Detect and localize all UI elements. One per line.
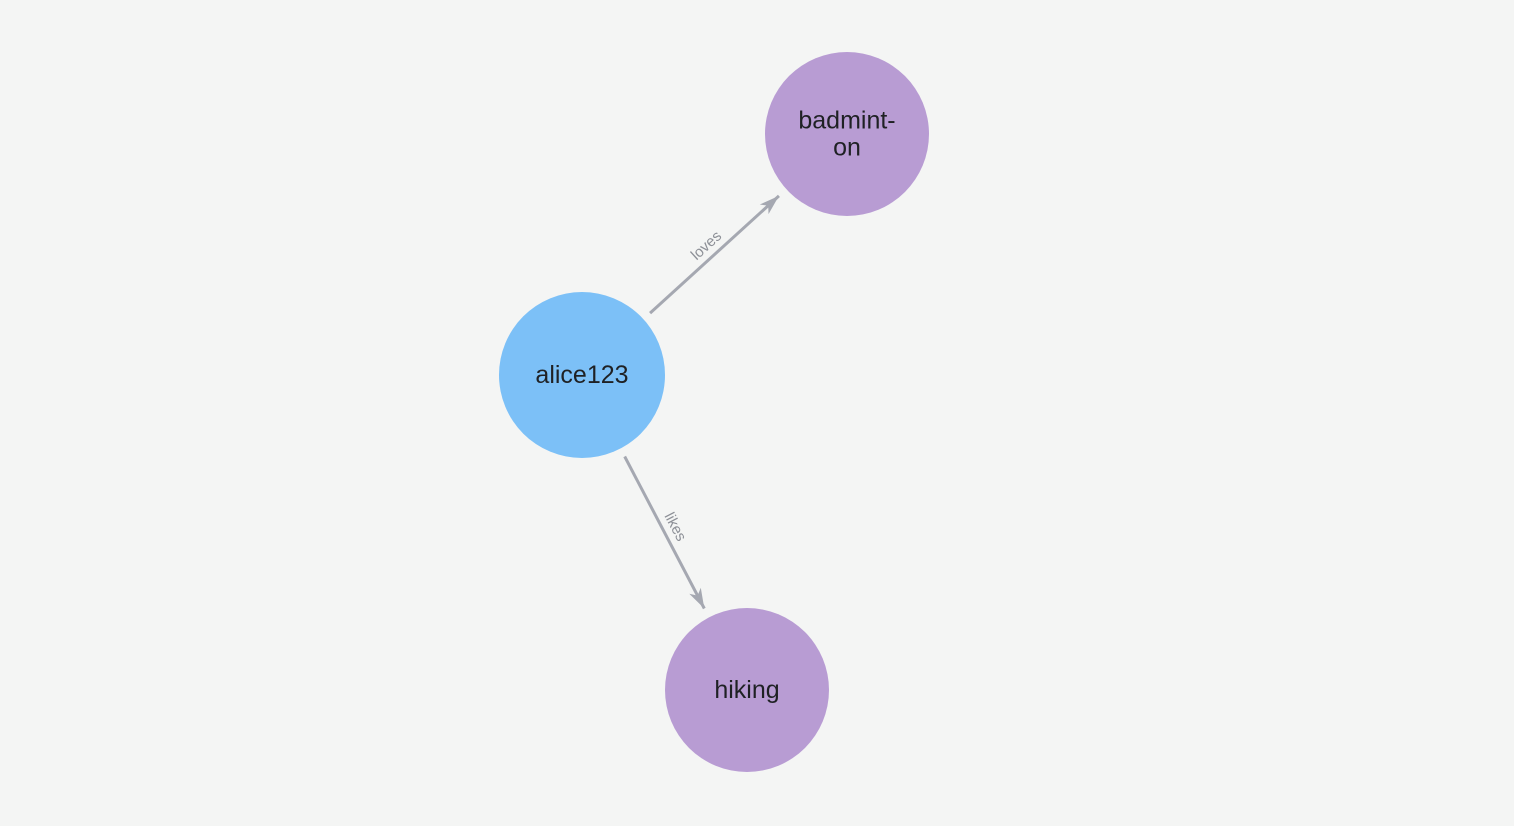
edge-label: loves	[688, 228, 725, 264]
node-badminton[interactable]: badmint-on	[765, 52, 929, 216]
edge-loves[interactable]: loves	[649, 194, 780, 315]
node-circle[interactable]	[665, 608, 829, 772]
node-hiking[interactable]: hiking	[665, 608, 829, 772]
node-alice123[interactable]: alice123	[499, 292, 665, 458]
edge-label: likes	[661, 510, 690, 544]
edge-likes[interactable]: likes	[623, 455, 706, 610]
node-label: hiking	[714, 676, 779, 704]
edge-line[interactable]	[623, 455, 706, 610]
node-label: alice123	[535, 361, 628, 389]
edge-line[interactable]	[649, 194, 780, 315]
node-circle[interactable]	[499, 292, 665, 458]
node-circle[interactable]	[765, 52, 929, 216]
node-label: badmint-on	[798, 107, 895, 162]
